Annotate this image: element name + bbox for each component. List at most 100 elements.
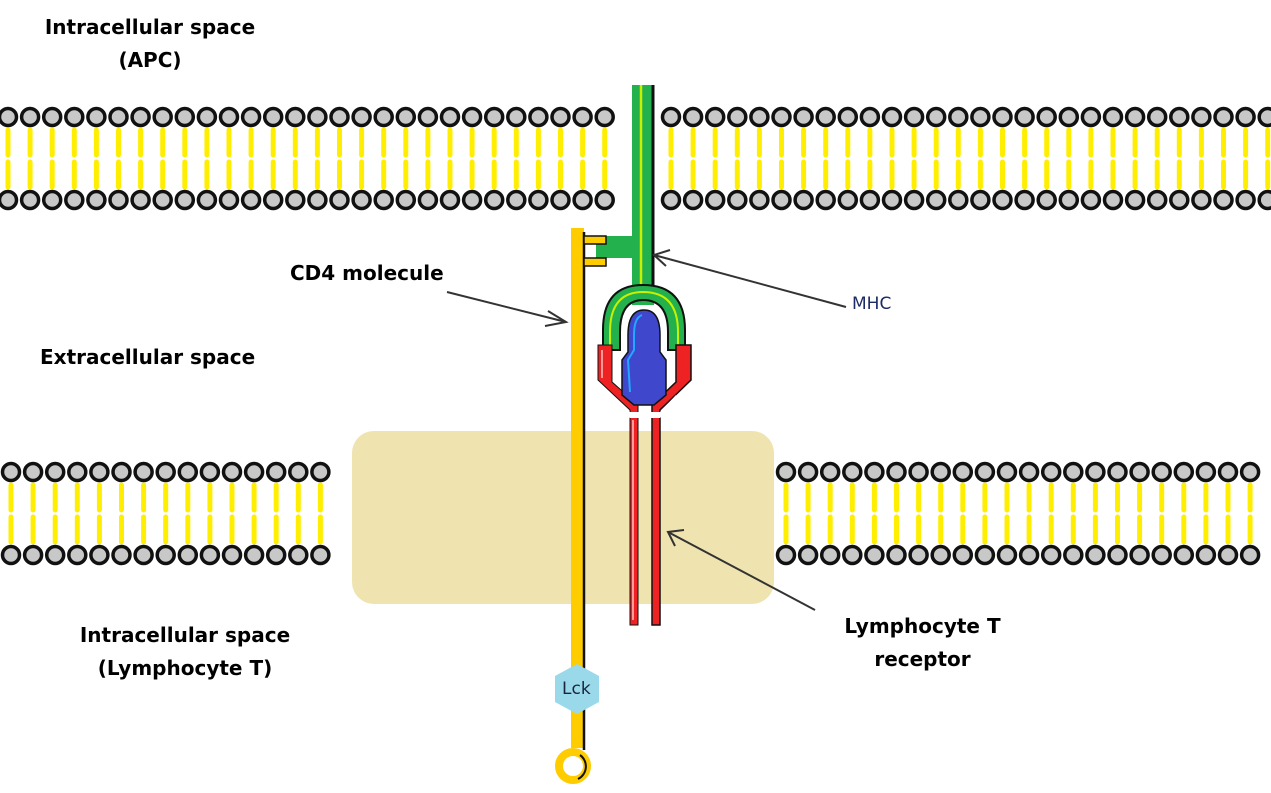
lipid-head (842, 544, 863, 566)
lipid-head (89, 461, 110, 483)
lipid-head (1036, 189, 1057, 211)
lipid-head (506, 189, 527, 211)
lipid-head (819, 461, 841, 483)
lipid-head (395, 106, 417, 128)
lipid-head (1217, 544, 1239, 566)
lipid-head (908, 461, 929, 483)
lipid-head (952, 544, 974, 566)
lipid-head (0, 544, 22, 566)
lipid-head (483, 106, 505, 128)
lipid-head (1063, 461, 1084, 483)
lipid-head (1036, 106, 1057, 128)
lipid-head (64, 106, 85, 128)
lipid-head (1018, 461, 1040, 483)
lipid-head (1146, 189, 1168, 211)
lipid-head (797, 544, 819, 566)
lipid-head (815, 189, 836, 211)
lipid-head (89, 544, 110, 566)
lipid-head (64, 189, 85, 211)
lipid-head (133, 544, 154, 566)
lipid-head (1239, 461, 1261, 483)
lipid-head (177, 544, 199, 566)
lipid-head (930, 461, 951, 483)
lipid-head (775, 544, 797, 566)
lipid-head (864, 544, 885, 566)
lipid-raft (352, 431, 774, 604)
lipid-head (1124, 189, 1146, 211)
lipid-head (1040, 461, 1062, 483)
lipid-head (682, 189, 704, 211)
arrow-tcr (666, 529, 816, 611)
lipid-head (417, 106, 439, 128)
lipid-head (329, 189, 350, 211)
lipid-head (1063, 544, 1084, 566)
lipid-head (952, 461, 974, 483)
tcr-label-line1: Lymphocyte T (844, 614, 1001, 638)
lipid-head (199, 544, 221, 566)
lipid-head (992, 106, 1013, 128)
tcell-membrane-left (0, 461, 331, 566)
lipid-head (310, 544, 331, 566)
lipid-head (221, 461, 243, 483)
lipid-head (41, 189, 63, 211)
lipid-head (996, 544, 1018, 566)
lipid-head (196, 189, 218, 211)
lipid-head (243, 544, 265, 566)
lipid-head (177, 461, 199, 483)
lipid-head (1014, 106, 1035, 128)
lipid-head (19, 106, 41, 128)
lipid-head (1040, 544, 1062, 566)
lck-kinase (555, 664, 599, 714)
lipid-head (970, 189, 991, 211)
lipid-head (1217, 461, 1239, 483)
lipid-head (1129, 544, 1150, 566)
lipid-head (930, 544, 951, 566)
lipid-head (262, 106, 284, 128)
lipid-head (152, 106, 173, 128)
lipid-head (859, 189, 881, 211)
arrow-cd4 (446, 291, 569, 327)
lipid-head (329, 106, 350, 128)
lipid-head (506, 106, 527, 128)
lipid-head (528, 106, 549, 128)
lipid-head (1213, 106, 1234, 128)
lipid-head (22, 461, 44, 483)
lipid-head (1102, 189, 1124, 211)
lipid-head (240, 189, 262, 211)
lipid-head (351, 106, 372, 128)
lipid-head (1195, 461, 1217, 483)
tcr-molecule (597, 344, 692, 626)
lipid-head (682, 106, 704, 128)
cd4-molecule (555, 228, 607, 784)
lipid-head (218, 189, 240, 211)
lipid-head (727, 189, 748, 211)
arrow-mhc (652, 249, 847, 308)
lipid-head (925, 106, 947, 128)
lipid-head (307, 189, 328, 211)
lipid-head (196, 106, 218, 128)
lipid-head (837, 106, 859, 128)
lipid-head (22, 544, 44, 566)
lipid-head (881, 106, 903, 128)
apc-space-label-line1: Intracellular space (44, 15, 256, 39)
lipid-head (461, 189, 483, 211)
lipid-head (483, 189, 505, 211)
lipid-head (749, 189, 770, 211)
lipid-head (908, 544, 929, 566)
lipid-head (1235, 106, 1256, 128)
lipid-head (1257, 189, 1271, 211)
lipid-head (439, 189, 461, 211)
lipid-head (1085, 544, 1106, 566)
lipid-head (265, 544, 287, 566)
lipid-head (793, 106, 814, 128)
tcr-label-line2: receptor (874, 647, 971, 671)
lipid-head (572, 106, 593, 128)
tcell-space-label: Intracellular space (Lymphocyte T) (60, 619, 310, 685)
lipid-head (174, 189, 196, 211)
tcell-space-label-line2: (Lymphocyte T) (97, 656, 273, 680)
lipid-head (1151, 461, 1172, 483)
lipid-head (417, 189, 439, 211)
lipid-head (1058, 189, 1080, 211)
lipid-head (948, 106, 969, 128)
lipid-head (243, 461, 265, 483)
